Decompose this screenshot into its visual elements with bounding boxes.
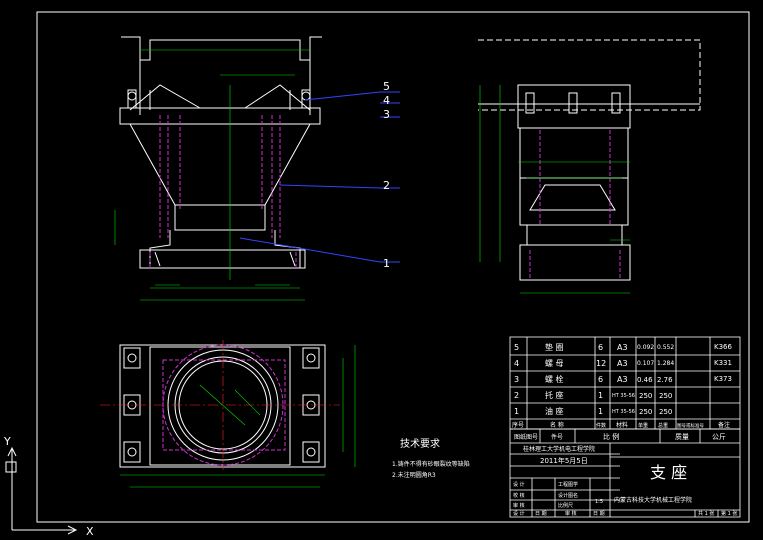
technical-requirements: 技术要求 1.铸件不得有砂眼裂纹等缺陷 2.未注明圆角R3 xyxy=(392,437,470,479)
ucs-icon xyxy=(5,446,78,535)
side-view-hidden xyxy=(529,130,621,278)
role-3: 审 核 xyxy=(513,502,525,509)
bom-row-5-qty: 6 xyxy=(598,343,603,352)
bottom-label-1: 设 计 xyxy=(513,510,525,517)
tech-req-title: 技术要求 xyxy=(400,437,440,450)
drawing-no-value: 件号 xyxy=(551,433,563,441)
project-name: 内蒙古科技大学机械工程学院 xyxy=(614,496,692,504)
bom-row-2-qty: 1 xyxy=(598,391,603,400)
ucs-labels: Y X xyxy=(3,435,94,538)
bom-header-remark: 备注 xyxy=(718,421,730,429)
bom-row-3-unit: 0.46 xyxy=(637,376,653,384)
balloon-1: 1 xyxy=(383,257,390,270)
role-2: 校 核 xyxy=(513,492,525,499)
bom-row-2-unit: 250 xyxy=(639,392,652,400)
weight-unit: 公斤 xyxy=(712,432,726,441)
bom-row-2-material: HT 35-56 xyxy=(612,393,635,399)
bom-row-3-qty: 6 xyxy=(598,375,603,384)
top-view xyxy=(119,344,326,468)
sheet-total: 共 1 张 xyxy=(698,510,714,517)
balloon-labels: 5 4 3 2 1 xyxy=(383,80,390,270)
ucs-x-label: X xyxy=(86,525,94,538)
bom-row-3-no: 3 xyxy=(514,375,519,384)
bom-row-4-unit: 0.107 xyxy=(637,360,654,367)
sheet-no: 第 1 张 xyxy=(721,510,737,517)
title-block-text: 图纸图号 件号 比 例 质量 公斤 桂林理工大学机电工程学院 2011年5月5日… xyxy=(513,432,737,517)
institute-name: 桂林理工大学机电工程学院 xyxy=(523,445,595,453)
bom-row-2-total: 250 xyxy=(659,392,672,400)
top-view-centerlines xyxy=(100,340,340,470)
bottom-label-4: 日 期 xyxy=(593,511,605,517)
drawing-no-label: 图纸图号 xyxy=(514,433,538,441)
role-value-3: 比例尺 xyxy=(558,502,573,509)
bottom-label-2: 日 期 xyxy=(535,511,547,517)
role-value-2: 设计图名 xyxy=(558,492,578,499)
bom-row-4-no: 4 xyxy=(514,359,519,368)
part-title: 支 座 xyxy=(650,463,687,482)
tech-req-item-1: 1.铸件不得有砂眼裂纹等缺陷 xyxy=(392,460,470,468)
bom-header-std: 图号或标准号 xyxy=(677,422,704,429)
bom-row-4-qty: 12 xyxy=(596,359,606,368)
front-view xyxy=(119,36,322,269)
bom-row-5-no: 5 xyxy=(514,343,519,352)
drawing-border xyxy=(36,11,750,523)
side-view-dims xyxy=(479,85,630,294)
scale-value: 1:5 xyxy=(595,499,603,505)
drawing-date: 2011年5月5日 xyxy=(540,456,588,465)
bom-row-5-remark: K366 xyxy=(714,343,732,351)
bom-header-total: 总重 xyxy=(658,422,668,429)
bom-row-5-total: 0.552 xyxy=(657,344,674,351)
bom-header-material: 材料 xyxy=(616,421,628,429)
top-view-dims xyxy=(120,345,356,488)
bom-row-5-unit: 0.092 xyxy=(637,344,654,351)
bottom-label-3: 审 核 xyxy=(565,510,577,517)
bom-header-qty: 件数 xyxy=(596,422,606,429)
bom-header-unit: 单重 xyxy=(638,422,648,429)
bom-row-5-name: 垫 圈 xyxy=(545,342,564,352)
role-value-1: 工程图学 xyxy=(558,481,578,488)
bom-row-4-remark: K331 xyxy=(714,359,732,367)
bom-row-1-unit: 250 xyxy=(639,408,652,416)
bom-row-2-no: 2 xyxy=(514,391,519,400)
bom-row-3-name: 螺 栓 xyxy=(545,374,564,384)
bom-row-1-qty: 1 xyxy=(598,407,603,416)
balloon-5: 5 xyxy=(383,80,390,93)
ucs-y-label: Y xyxy=(3,435,11,448)
front-view-hidden xyxy=(149,115,297,268)
bom-row-1-no: 1 xyxy=(514,407,519,416)
front-view-dims xyxy=(114,49,310,301)
side-view xyxy=(478,39,701,281)
weight-label: 质量 xyxy=(675,432,689,441)
tech-req-item-2: 2.未注明圆角R3 xyxy=(392,471,436,479)
bom-row-5-material: A3 xyxy=(617,343,628,352)
bom-row-3-total: 2.76 xyxy=(657,376,673,384)
bom-row-1-total: 250 xyxy=(659,408,672,416)
leader-lines xyxy=(239,91,400,263)
role-1: 设 计 xyxy=(513,481,525,488)
balloon-3: 3 xyxy=(383,108,390,121)
bom-rows: 5 垫 圈 6 A3 0.092 0.552 K366 4 螺 母 12 A3 … xyxy=(512,342,732,429)
balloon-2: 2 xyxy=(383,179,390,192)
bom-row-1-name: 油 座 xyxy=(545,406,564,416)
bom-row-4-total: 1.284 xyxy=(657,360,674,367)
balloon-4: 4 xyxy=(383,94,390,107)
bom-row-3-material: A3 xyxy=(617,375,628,384)
scale-label: 比 例 xyxy=(603,432,619,441)
bom-row-4-name: 螺 母 xyxy=(545,358,564,368)
title-block xyxy=(509,428,741,518)
bom-row-1-material: HT 35-56 xyxy=(612,409,635,415)
bom-row-4-material: A3 xyxy=(617,359,628,368)
bom-row-2-name: 托 座 xyxy=(545,390,564,400)
bom-header-name: 名 称 xyxy=(550,421,564,429)
bom-row-3-remark: K373 xyxy=(714,375,732,383)
bom-header-no: 序号 xyxy=(512,421,524,429)
